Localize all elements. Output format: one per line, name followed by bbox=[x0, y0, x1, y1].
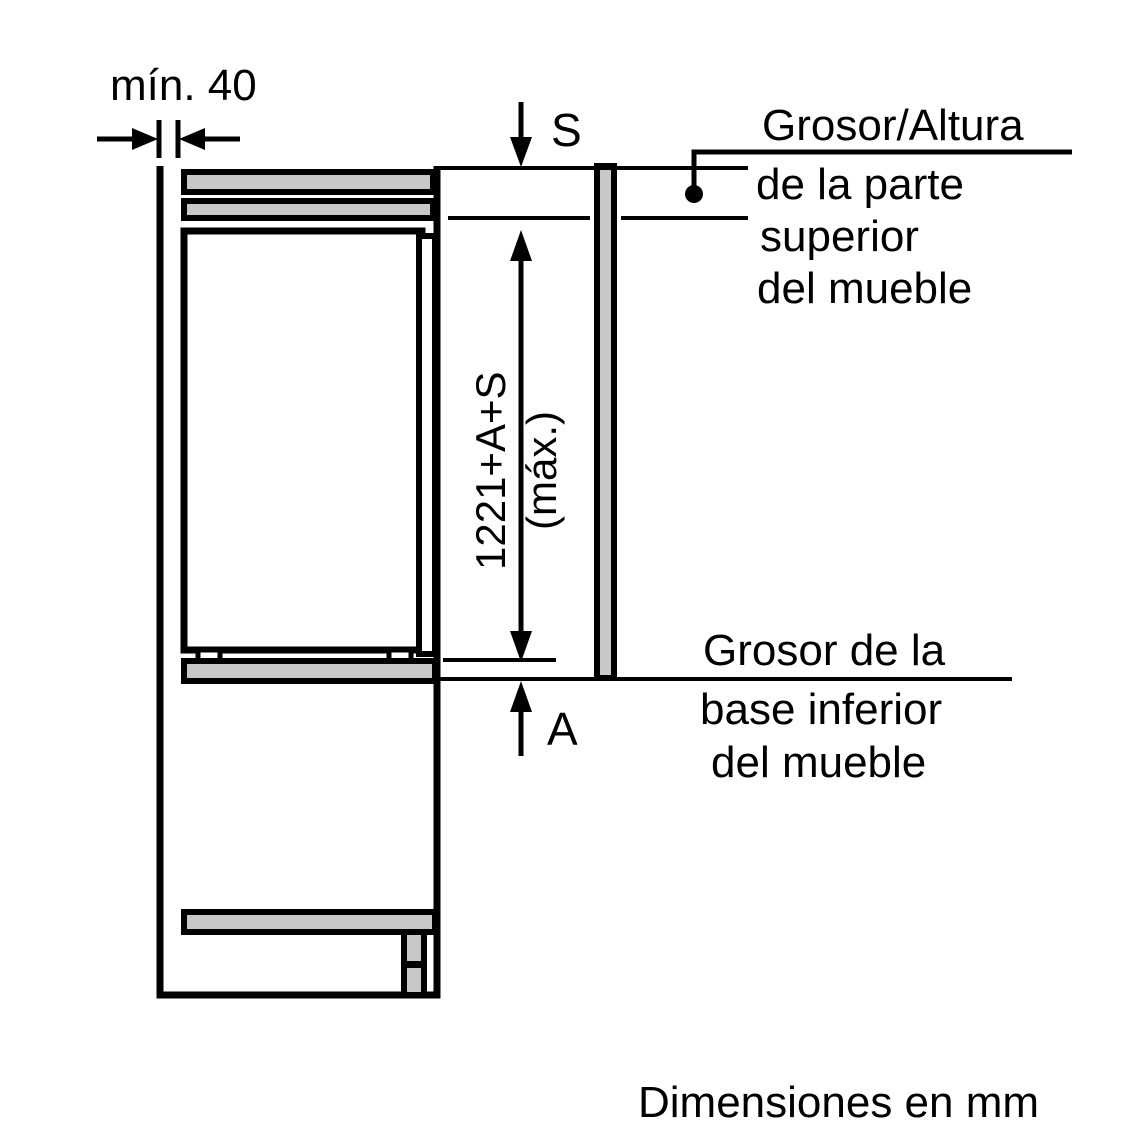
height-dimension-label-line2: (máx.) bbox=[518, 411, 565, 530]
top-panels-group bbox=[181, 169, 436, 221]
height-dimension-arrowhead-top bbox=[510, 230, 532, 261]
top-panel-bar-upper bbox=[181, 169, 436, 195]
reference-lines-group bbox=[437, 166, 1012, 681]
top-gap-arrowhead bbox=[510, 137, 532, 167]
min-depth-label: mín. 40 bbox=[110, 61, 257, 110]
top-callout-line3: superior bbox=[760, 212, 919, 261]
min-depth-arrowhead-right bbox=[179, 128, 205, 150]
lower-shelf-bar bbox=[181, 909, 438, 935]
bottom-gap-arrow-group bbox=[510, 681, 532, 756]
height-dimension-group bbox=[510, 230, 532, 662]
min-depth-arrowhead-left bbox=[132, 128, 158, 150]
lower-bracket-lower bbox=[401, 962, 427, 998]
top-callout-line2: de la parte bbox=[756, 160, 964, 209]
bottom-gap-symbol-label: A bbox=[547, 703, 578, 755]
min-depth-dimension-group bbox=[97, 120, 240, 158]
furniture-side-panel bbox=[594, 163, 617, 681]
appliance-inner-cavity bbox=[180, 227, 426, 654]
height-dimension-arrowhead-bottom bbox=[510, 631, 532, 662]
lower-bracket-upper bbox=[401, 929, 427, 967]
appliance-body-group bbox=[180, 227, 438, 657]
bottom-gap-arrowhead bbox=[510, 681, 532, 712]
bottom-callout-line1: Grosor de la bbox=[703, 626, 946, 675]
top-callout-leader-dot bbox=[685, 185, 703, 203]
top-gap-arrow-group bbox=[510, 102, 532, 167]
appliance-base-plinth bbox=[181, 658, 438, 684]
bottom-callout-line2: base inferior bbox=[700, 685, 942, 734]
top-gap-symbol-label: S bbox=[551, 104, 582, 156]
bottom-callout-line3: del mueble bbox=[711, 738, 926, 787]
lower-cabinet-group bbox=[181, 909, 438, 998]
top-callout-line4: del mueble bbox=[757, 264, 972, 313]
furniture-side-panel-group bbox=[594, 163, 617, 681]
top-callout-leader-group bbox=[685, 149, 1072, 203]
appliance-hinge-strip bbox=[416, 233, 438, 657]
appliance-base-group bbox=[181, 647, 438, 684]
height-dimension-label-line1: 1221+A+S bbox=[467, 371, 514, 570]
top-panel-bar-lower bbox=[181, 198, 436, 221]
footer-units-label: Dimensiones en mm bbox=[638, 1078, 1039, 1127]
top-callout-line1: Grosor/Altura bbox=[762, 101, 1024, 150]
top-callout-leader-line bbox=[691, 149, 1072, 190]
